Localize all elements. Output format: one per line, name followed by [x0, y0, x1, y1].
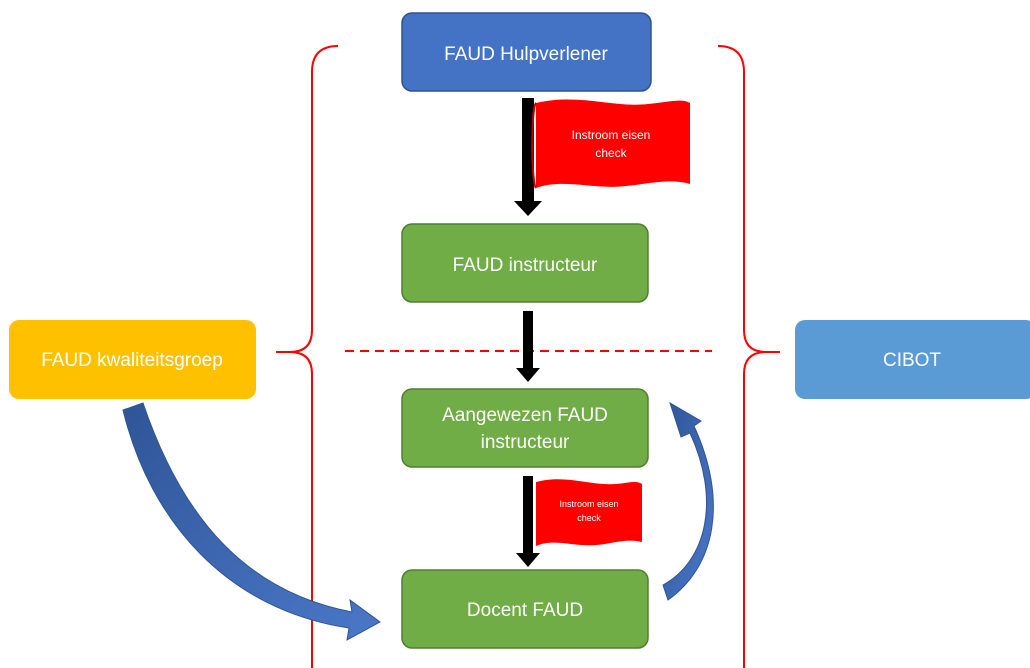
right-bracket	[717, 45, 780, 668]
flag-bottom-line2: check	[577, 513, 601, 523]
box-faud-hulpverlener-label: FAUD Hulpverlener	[444, 44, 608, 65]
box-aangewezen-line1: Aangewezen FAUD	[442, 405, 608, 426]
arrow-down-1	[514, 98, 542, 216]
box-cibot-label: CIBOT	[883, 350, 941, 371]
flag-bottom: Instroom eisen check	[536, 479, 642, 546]
flag-top-line1: Instroom eisen	[572, 128, 651, 142]
curved-arrow-kwaliteitsgroep-to-docent	[122, 402, 381, 641]
arrow-down-3	[516, 476, 540, 567]
box-faud-instructeur-label: FAUD instructeur	[453, 255, 598, 276]
box-faud-kwaliteitsgroep: FAUD kwaliteitsgroep	[9, 320, 256, 399]
curved-arrow-docent-to-aangewezen	[662, 401, 714, 601]
flag-bottom-line1: Instroom eisen	[559, 499, 618, 509]
box-docent-faud: Docent FAUD	[401, 569, 649, 649]
flag-top-line2: check	[595, 146, 627, 160]
flag-top: Instroom eisen check	[531, 99, 690, 189]
box-faud-hulpverlener: FAUD Hulpverlener	[401, 12, 652, 92]
box-docent-faud-label: Docent FAUD	[467, 600, 583, 621]
left-bracket	[276, 45, 339, 668]
box-faud-instructeur: FAUD instructeur	[401, 223, 649, 303]
box-cibot: CIBOT	[795, 320, 1030, 399]
box-faud-kwaliteitsgroep-label: FAUD kwaliteitsgroep	[41, 350, 223, 371]
arrow-down-2	[516, 311, 540, 382]
box-aangewezen-line2: instructeur	[481, 432, 570, 453]
box-aangewezen-faud-instructeur: Aangewezen FAUD instructeur	[401, 388, 649, 468]
